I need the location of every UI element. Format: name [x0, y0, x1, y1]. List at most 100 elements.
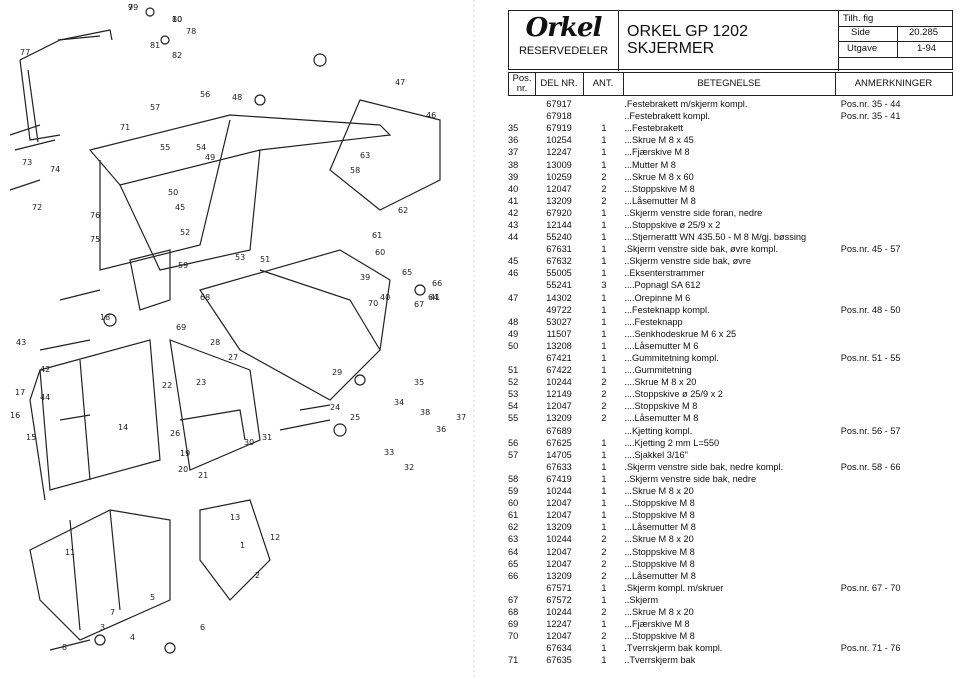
- col-ant: ANT.: [583, 73, 624, 95]
- cell-anm: [841, 207, 953, 219]
- cell-ant: 2: [601, 546, 607, 557]
- cell-bet: ...Skrue M 8 x 20: [624, 606, 694, 617]
- cell-ant: 1: [601, 486, 607, 497]
- part-callout-label: 67: [414, 300, 424, 309]
- part-callout-label: 71: [120, 123, 130, 132]
- part-callout-label: 75: [90, 235, 100, 244]
- cell-ant: 1: [601, 365, 607, 376]
- part-callout-label: 51: [260, 255, 270, 264]
- part-callout-label: 22: [162, 381, 172, 390]
- cell-del: 53027: [546, 316, 572, 327]
- cell-pos: 44: [508, 232, 519, 243]
- part-callout-label: 28: [210, 338, 220, 347]
- part-callout-label: 23: [196, 378, 206, 387]
- cell-del: 12247: [546, 619, 572, 630]
- cell-anm: [841, 364, 953, 376]
- part-callout-label: 76: [90, 211, 100, 220]
- utgave-value: 1-94: [917, 43, 937, 54]
- cell-del: 12047: [546, 631, 572, 642]
- cell-ant: 1: [601, 244, 607, 255]
- cell-ant: [584, 98, 625, 110]
- cell-ant: 2: [601, 389, 607, 400]
- part-callout-label: 53: [235, 253, 245, 262]
- part-callout-label: 54: [196, 143, 206, 152]
- cell-anm: [841, 594, 953, 606]
- part-callout-label: 11: [65, 548, 75, 557]
- cell-anm: [841, 328, 953, 340]
- cell-pos: [508, 461, 535, 473]
- cell-ant: 1: [601, 232, 607, 243]
- cell-del: 13208: [546, 340, 572, 351]
- cell-del: 12047: [546, 510, 572, 521]
- panel-centre-lower: [169, 339, 261, 471]
- col-bet: BETEGNELSE: [623, 73, 836, 95]
- cell-pos: 64: [508, 546, 519, 557]
- part-callout-label: 65: [402, 268, 412, 277]
- cell-del: 12047: [546, 546, 572, 557]
- cell-anm: Pos.nr. 35 - 41: [840, 111, 901, 122]
- cell-ant: 1: [601, 123, 607, 134]
- cell-pos: 68: [508, 606, 519, 617]
- cell-bet: ...Stoppskive M 8: [624, 558, 695, 569]
- cell-anm: [841, 183, 953, 195]
- part-callout-label: 19: [180, 449, 190, 458]
- part-callout-label: 13: [230, 513, 240, 522]
- cell-del: 12047: [546, 401, 572, 412]
- part-callout-label: 61: [372, 231, 382, 240]
- part-callout-label: 31: [262, 433, 272, 442]
- part-callout-label: 24: [330, 403, 340, 412]
- cell-bet: ....Låsemutter M 8: [624, 413, 699, 424]
- cell-bet: ...Låsemutter M 8: [624, 522, 696, 533]
- cell-del: 12149: [546, 389, 572, 400]
- cell-pos: [508, 582, 535, 594]
- cell-bet: .Festebrakett m/skjerm kompl.: [624, 99, 748, 110]
- part-callout-label: 37: [456, 413, 466, 422]
- cell-ant: 2: [601, 171, 607, 182]
- cell-bet: ....Popnagl SA 612: [624, 280, 701, 291]
- cell-bet: .Skjerm venstre side bak, nedre kompl.: [624, 461, 784, 472]
- cell-ant: 2: [601, 413, 607, 424]
- cell-bet: ..Eksenterstrammer: [624, 268, 705, 279]
- cell-pos: [508, 642, 535, 654]
- meta-cell: Tilh. fig Side 20.285 Utgave 1-94: [839, 11, 952, 71]
- cell-del: 11507: [546, 328, 572, 339]
- cell-pos: 56: [508, 437, 519, 448]
- part-callout-label: 68: [200, 293, 210, 302]
- cell-anm: [841, 388, 953, 400]
- cell-bet: .Skjerm venstre side bak, øvre kompl.: [624, 244, 779, 255]
- part-callout-label: 49: [205, 153, 215, 162]
- cell-pos: 58: [508, 473, 519, 484]
- cell-bet: ...Stoppskive M 8: [624, 183, 695, 194]
- cell-del: 14705: [546, 449, 572, 460]
- panel-bottom-right: [199, 499, 271, 601]
- cell-del: 67917: [546, 99, 572, 110]
- parts-list-sheet: Orkel RESERVEDELER ORKEL GP 1202 SKJERME…: [508, 10, 953, 679]
- part-callout-label: 72: [32, 203, 42, 212]
- cell-del: 67419: [546, 473, 572, 484]
- cell-anm: [841, 340, 953, 352]
- cell-anm: [841, 122, 953, 134]
- cell-del: 67918: [546, 111, 572, 122]
- cell-anm: Pos.nr. 48 - 50: [840, 304, 901, 315]
- cell-anm: Pos.nr. 67 - 70: [840, 582, 901, 593]
- cell-anm: [841, 158, 953, 170]
- part-callout-label: 43: [16, 338, 26, 347]
- part-callout-label: 4: [130, 633, 135, 642]
- cell-del: 67634: [546, 643, 572, 654]
- panel-top: [88, 114, 392, 186]
- cell-ant: 2: [601, 183, 607, 194]
- cell-pos: 35: [508, 123, 519, 134]
- cell-bet: ..Skjerm venstre side foran, nedre: [624, 207, 763, 218]
- part-callout-label: 62: [398, 206, 408, 215]
- cell-bet: ....Gummitetning: [624, 365, 692, 376]
- part-callout-label: 6: [200, 623, 205, 632]
